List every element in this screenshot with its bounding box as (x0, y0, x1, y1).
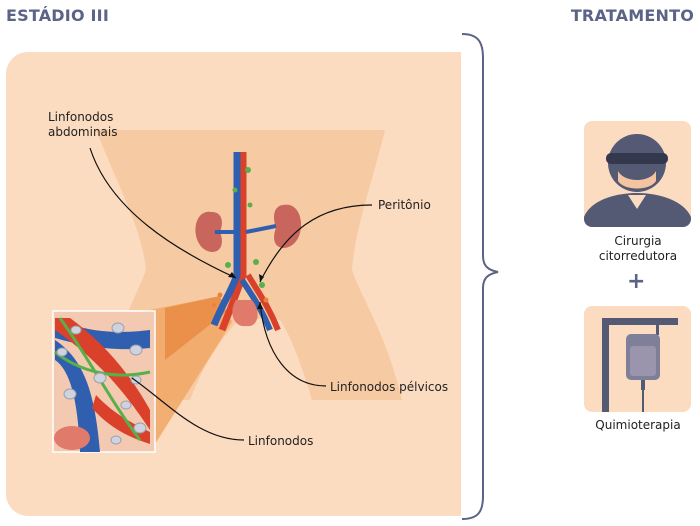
leader-peritoneum (259, 204, 373, 283)
chemo-card (584, 306, 691, 412)
treatment-title: TRATAMENTO (570, 6, 694, 25)
leader-lymph (131, 377, 245, 441)
label-abdominal-line1: Linfonodos (48, 110, 114, 124)
kidney-left (195, 211, 222, 252)
chemo-label: Quimioterapia (595, 418, 681, 432)
surgery-card (584, 121, 691, 227)
vena-cava (210, 152, 241, 327)
surgery-label: Cirurgia citorredutora (568, 234, 700, 264)
label-abdominal-line2: abdominais (48, 125, 118, 139)
uterus (232, 300, 258, 327)
bracket (461, 33, 499, 520)
stage-title: ESTÁDIO III (6, 6, 109, 25)
surgery-label-line1: Cirurgia (614, 234, 662, 248)
iv-bag-icon (602, 318, 678, 412)
label-abdominal-nodes: Linfonodos abdominais (48, 110, 118, 140)
label-pelvic-nodes: Linfonodos pélvicos (330, 380, 449, 394)
magnified-inset (52, 310, 156, 453)
surgeon-icon (584, 134, 691, 227)
plus-sign: + (627, 269, 646, 294)
label-lymph-nodes: Linfonodos (248, 434, 314, 448)
leader-abdominal (89, 147, 237, 279)
leader-pelvic (259, 301, 327, 387)
label-peritoneum: Peritônio (378, 198, 431, 212)
aorta (218, 152, 247, 332)
kidney-right (274, 204, 302, 248)
surgery-label-line2: citorredutora (598, 249, 678, 263)
